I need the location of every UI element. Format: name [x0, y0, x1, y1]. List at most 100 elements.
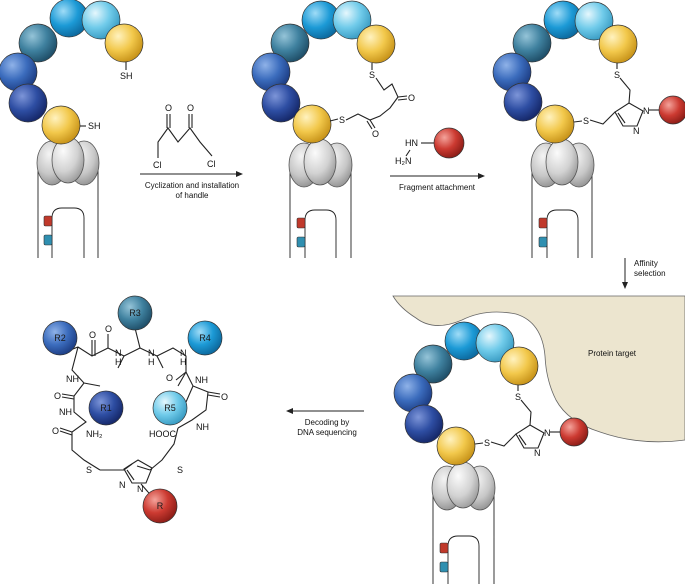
bead-cys-bottom	[41, 105, 81, 145]
step3-n2: N	[633, 126, 640, 136]
bead-teal	[270, 23, 310, 63]
atom-h2: H	[148, 357, 155, 367]
step4-n2: N	[534, 448, 541, 458]
bead-r5-label: R5	[164, 403, 176, 413]
arrow-decoding: Decoding by DNA sequencing	[286, 408, 364, 437]
thiol-top-label: SH	[120, 71, 133, 81]
atom-n-pyrazole-1: N	[119, 480, 126, 490]
arrow-decoding-line2: DNA sequencing	[297, 428, 357, 437]
panel-pyrazole-peptide: S S N N	[492, 0, 685, 258]
fragment-bead-reagent	[433, 127, 465, 159]
atom-h1: H	[115, 357, 122, 367]
pole-lobe-center	[303, 138, 337, 186]
linker-s-bottom: S	[339, 115, 345, 125]
bead-cys-top	[104, 23, 144, 63]
bead-cys-top	[499, 346, 539, 386]
bead-r4	[187, 320, 223, 356]
linker-s-top: S	[369, 70, 375, 80]
pole-lobe-center	[51, 136, 85, 184]
bead-r5	[152, 390, 188, 426]
linker-o-top: O	[408, 93, 415, 103]
hydrazine-hn: HN	[405, 138, 418, 148]
bead-teal	[512, 23, 552, 63]
bead-r1	[88, 390, 124, 426]
reagent-o-right: O	[187, 103, 194, 113]
bead-teal	[18, 23, 58, 63]
reagent-hydrazine: HN H₂N	[395, 127, 465, 166]
atom-nh6: NH	[195, 375, 208, 385]
bead-cys-top	[598, 24, 638, 64]
reagent-o-left: O	[165, 103, 172, 113]
dna-red-block	[538, 217, 548, 229]
bead-cys-bottom	[535, 104, 575, 144]
bead-sky	[574, 1, 614, 41]
step4-s-bottom: S	[484, 438, 490, 448]
dna-red-block	[296, 217, 306, 229]
atom-s-right: S	[177, 465, 183, 475]
atom-cooh: HOOC	[149, 429, 177, 439]
pole-lobe-center	[446, 461, 480, 509]
arrow-fragment-attachment: Fragment attachment	[390, 173, 485, 192]
panel-linear-peptide: SH SH	[0, 0, 144, 258]
fragment-bead-bound	[559, 417, 589, 447]
pole-lobe-center	[545, 138, 579, 186]
bead-cys-bottom	[436, 426, 476, 466]
atom-o6: O	[166, 373, 173, 383]
bead-cys-bottom	[292, 104, 332, 144]
step3-s-bottom: S	[583, 116, 589, 126]
dna-blue-block	[439, 561, 449, 573]
fragment-bead-attached	[658, 95, 685, 125]
protein-target-shape	[392, 295, 685, 443]
atom-o5: O	[221, 392, 228, 402]
atom-nh7: NH	[196, 422, 209, 432]
step4-s-top: S	[515, 392, 521, 402]
atom-o2: O	[105, 324, 112, 334]
bead-sky	[332, 0, 372, 40]
atom-n-pyrazole-2: N	[137, 484, 144, 494]
arrow-cyclization: Cyclization and installation of handle	[140, 171, 243, 200]
dna-red-block	[43, 215, 53, 227]
arrow-decoding-line1: Decoding by	[305, 418, 349, 427]
arrow-affinity-line2: selection	[634, 269, 666, 278]
phage-display-scaffold	[36, 136, 100, 258]
arrow-affinity-selection: Affinity selection	[622, 258, 666, 289]
atom-nh4: NH	[59, 407, 72, 417]
bead-r-label: R	[157, 501, 164, 511]
phage-display-scaffold	[530, 138, 595, 258]
step3-n1: N	[643, 106, 650, 116]
panel-affinity-bound: Protein target S S N N	[392, 295, 685, 584]
dna-blue-block	[43, 234, 53, 246]
bead-navy	[8, 83, 48, 123]
reagent-cl-left: Cl	[153, 160, 162, 170]
hydrazine-h2n: H₂N	[395, 156, 412, 166]
bead-navy	[261, 83, 301, 123]
step4-n1: N	[544, 428, 551, 438]
bead-navy	[404, 404, 444, 444]
dna-red-block	[439, 542, 449, 554]
atom-o3: O	[54, 391, 61, 401]
linker-o-bottom: O	[372, 129, 379, 139]
atom-nh5: N	[180, 348, 187, 358]
phage-display-scaffold	[431, 461, 496, 584]
bead-r3	[117, 295, 153, 331]
bead-r2	[42, 320, 78, 356]
bead-cys-top	[356, 24, 396, 64]
arrow-fragment-label: Fragment attachment	[399, 183, 476, 192]
bead-navy	[503, 82, 543, 122]
panel-cyclized-peptide: S S O O	[251, 0, 415, 258]
atom-s-left: S	[86, 465, 92, 475]
arrow-cyclization-line2: of handle	[176, 191, 209, 200]
arrow-cyclization-line1: Cyclization and installation	[145, 181, 239, 190]
dna-blue-block	[538, 236, 548, 248]
arrow-affinity-line1: Affinity	[634, 259, 658, 268]
atom-nh3: N	[115, 348, 122, 358]
atom-o1: O	[89, 330, 96, 340]
atom-o4: O	[52, 426, 59, 436]
phage-display-scaffold	[288, 138, 353, 258]
atom-h3: H	[180, 357, 187, 367]
atom-nh2: N	[148, 348, 155, 358]
bead-r4-label: R4	[199, 333, 211, 343]
atom-nh2-terminal: NH₂	[86, 429, 103, 439]
step3-s-top: S	[614, 70, 620, 80]
